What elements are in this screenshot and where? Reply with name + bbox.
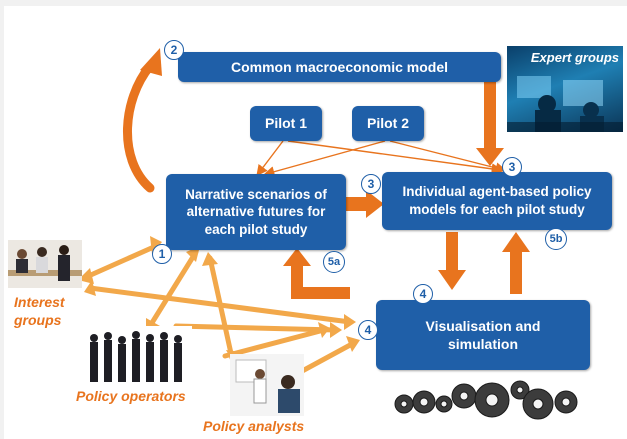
- thin-pilot1-narrative: [256, 140, 284, 177]
- step-5a-badge: 5a: [323, 251, 345, 273]
- step-1-badge: 1: [152, 244, 172, 264]
- pilot-2-box: Pilot 2: [352, 106, 424, 141]
- thin-pilot2-agent: [389, 140, 507, 174]
- arrow-narrative-to-macro: [123, 61, 155, 193]
- arrow-vis-narrative: [291, 264, 350, 299]
- thin-pilot2-narrative: [263, 140, 386, 178]
- policy-analysts-image: [235, 359, 300, 413]
- arrow-agent-vis-shaft: [446, 232, 458, 272]
- policy-operators-photo: [84, 326, 192, 386]
- pilot-1-box: Pilot 1: [250, 106, 322, 141]
- macroeconomic-model-label: Common macroeconomic model: [230, 58, 449, 75]
- thin-pilot1-agent: [287, 140, 503, 175]
- agent-based-models-label: Individual agent-based policy models for…: [402, 184, 592, 217]
- step-4-badge-left: 4: [358, 320, 378, 340]
- visualisation-label: Visualisation and simulation: [425, 317, 541, 352]
- policy-analysts-photo: [230, 354, 304, 416]
- arrow-vis-agent-head: [502, 232, 530, 252]
- step-3-badge-agent: 3: [502, 157, 522, 177]
- arrow-vis-agent-shaft: [510, 250, 522, 294]
- stakeholder-arrows: [81, 243, 355, 385]
- policy-analysts-label: Policy analysts: [203, 418, 305, 434]
- interest-groups-image: [8, 245, 82, 281]
- arrow-macro-agent-head: [476, 148, 504, 166]
- arrow-narrative-agent-head: [366, 190, 384, 218]
- visualisation-box: Visualisation and simulation: [376, 300, 590, 370]
- expert-groups-photo: Expert groups: [507, 46, 623, 132]
- step-5b-badge: 5b: [545, 228, 567, 250]
- agent-based-models-box: Individual agent-based policy models for…: [382, 172, 612, 230]
- pilot-2-label: Pilot 2: [366, 115, 409, 132]
- step-3-badge-narrative: 3: [361, 174, 381, 194]
- expert-groups-image: [507, 76, 623, 132]
- macroeconomic-model-box: Common macroeconomic model: [178, 52, 501, 82]
- interest-groups-photo: [8, 240, 82, 288]
- expert-groups-label: Expert groups: [530, 50, 619, 65]
- policy-operators-label: Policy operators: [76, 388, 186, 404]
- step-2-badge: 2: [164, 40, 184, 60]
- arrow-agent-vis-head: [438, 270, 466, 290]
- arrow-macro-agent-shaft: [484, 82, 496, 152]
- arrow-narrative-agent-shaft: [342, 197, 368, 211]
- pilot-1-label: Pilot 1: [264, 115, 307, 132]
- narrative-scenarios-label: Narrative scenarios of alternative futur…: [185, 186, 327, 237]
- step-4-badge-top: 4: [413, 284, 433, 304]
- arrow-vis-narrative-head: [283, 248, 311, 266]
- narrative-scenarios-box: Narrative scenarios of alternative futur…: [166, 174, 346, 250]
- arrowhead-macro: [140, 48, 162, 76]
- interest-groups-label: Interest groups: [14, 294, 65, 328]
- policy-operators-image: [90, 331, 182, 382]
- gears-image: [394, 380, 578, 420]
